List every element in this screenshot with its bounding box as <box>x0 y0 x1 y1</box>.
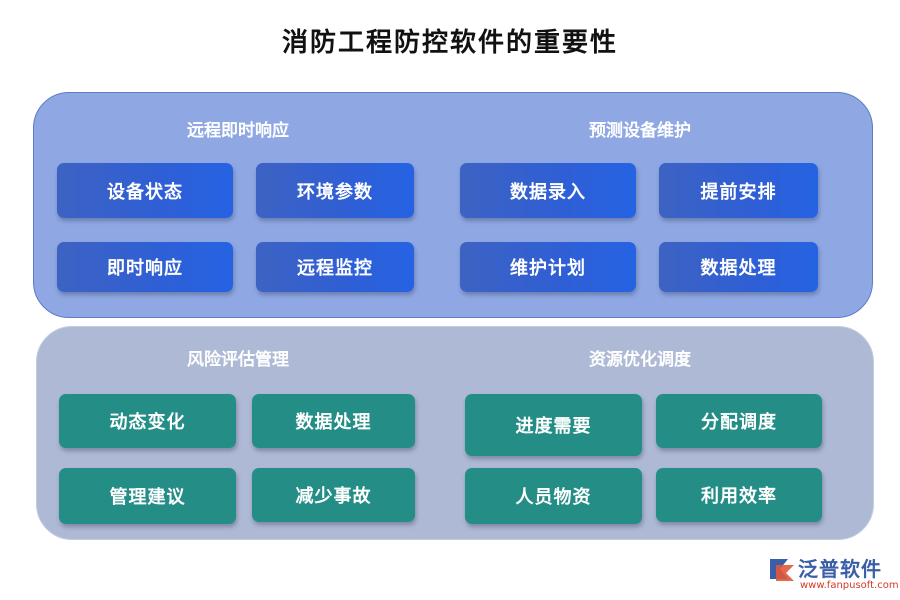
box-progress-needs: 进度需要 <box>465 394 642 456</box>
group-title-resource-optimization: 资源优化调度 <box>589 350 691 370</box>
box-advance-scheduling: 提前安排 <box>659 163 818 218</box>
brand-logo-name: 泛普软件 <box>798 557 882 581</box>
group-title-remote-response: 远程即时响应 <box>187 121 289 141</box>
box-data-processing-bottom: 数据处理 <box>252 394 415 448</box>
box-equipment-status: 设备状态 <box>57 163 233 218</box>
box-dynamic-change: 动态变化 <box>59 394 236 448</box>
box-data-processing-top: 数据处理 <box>659 242 818 292</box>
box-remote-monitoring: 远程监控 <box>256 242 414 292</box>
box-allocation-scheduling: 分配调度 <box>656 394 822 448</box>
box-maintenance-plan: 维护计划 <box>460 242 636 292</box>
box-utilization-efficiency: 利用效率 <box>656 468 822 522</box>
brand-logo: 泛普软件 www.fanpusoft.com <box>766 553 899 597</box>
box-instant-response: 即时响应 <box>57 242 233 292</box>
box-reduce-accidents: 减少事故 <box>252 468 415 522</box>
diagram-title: 消防工程防控软件的重要性 <box>281 28 618 58</box>
box-personnel-materials: 人员物资 <box>465 468 642 524</box>
group-title-predictive-maintenance: 预测设备维护 <box>589 121 691 141</box>
box-data-entry: 数据录入 <box>460 163 636 218</box>
brand-logo-url: www.fanpusoft.com <box>800 580 899 591</box>
group-title-risk-assessment: 风险评估管理 <box>187 350 289 370</box>
box-management-advice: 管理建议 <box>59 468 236 524</box>
brand-logo-icon <box>770 559 794 581</box>
box-environment-params: 环境参数 <box>256 163 414 218</box>
